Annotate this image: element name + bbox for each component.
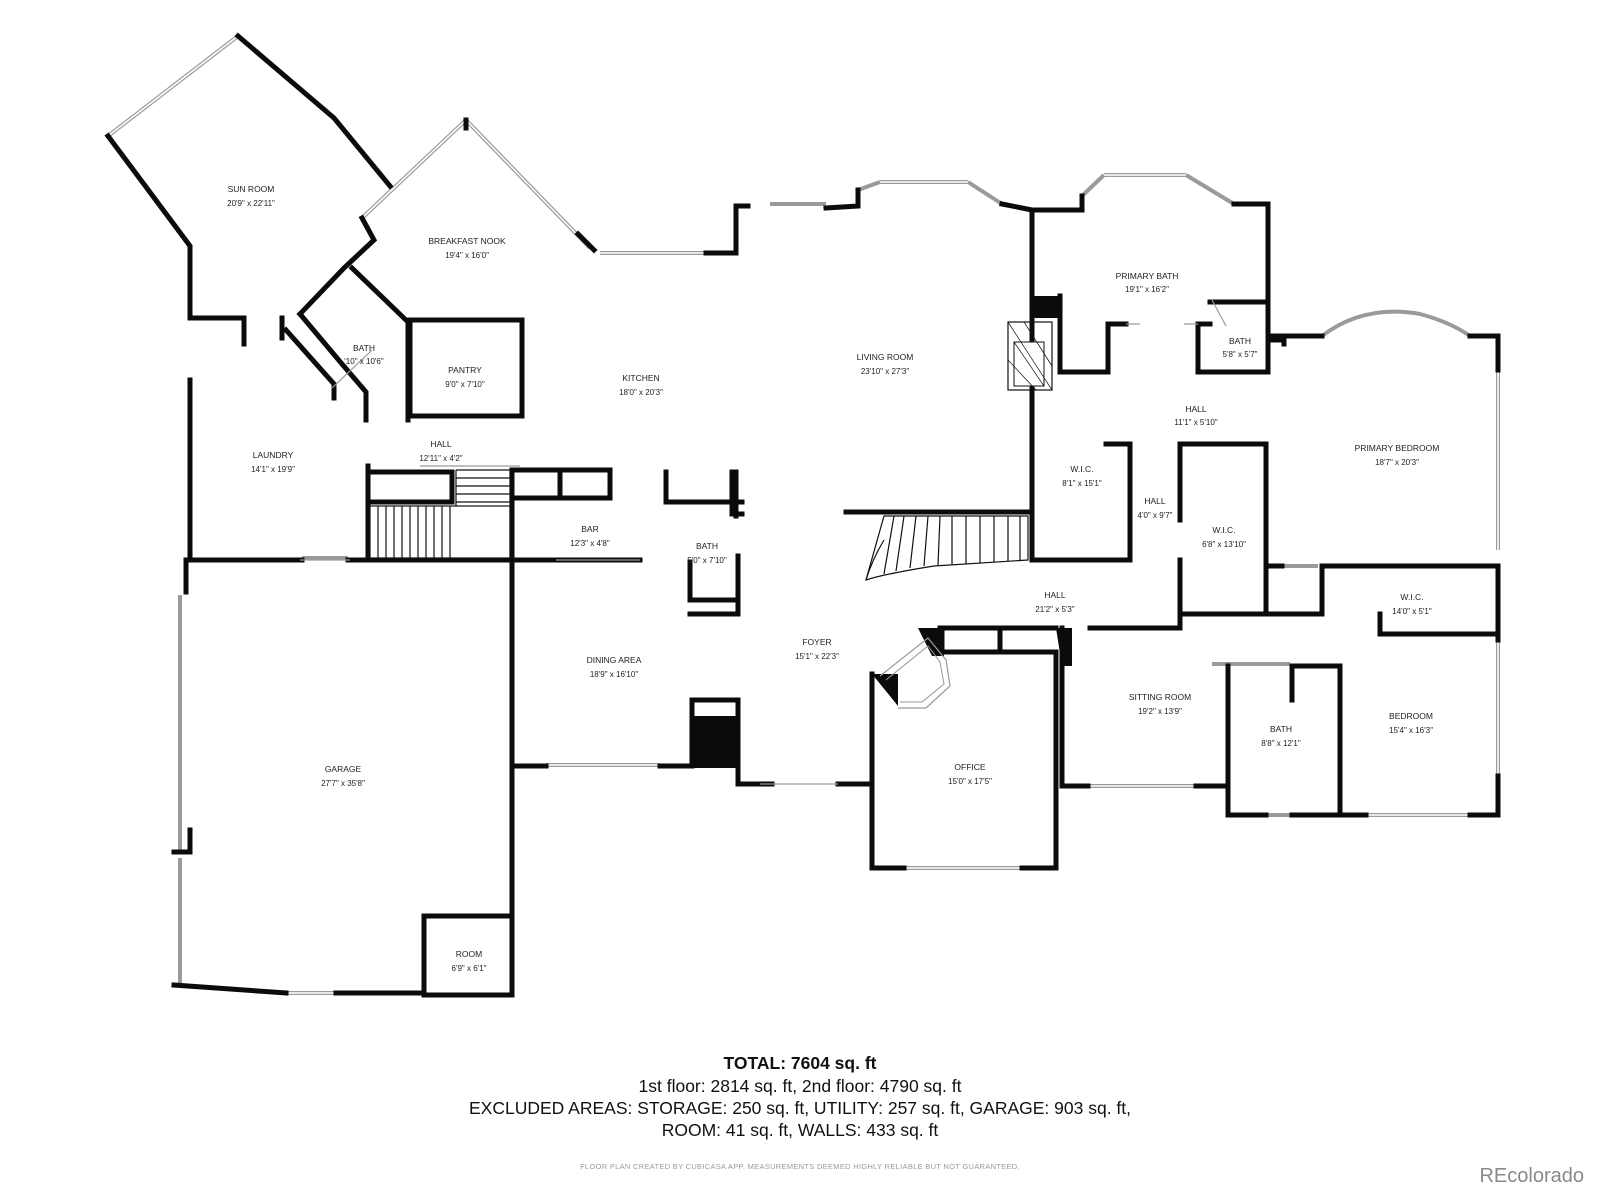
svg-text:8'8" x 12'1": 8'8" x 12'1": [1261, 739, 1301, 748]
svg-text:BATH: BATH: [1229, 336, 1251, 346]
svg-text:BEDROOM: BEDROOM: [1389, 711, 1433, 721]
svg-text:19'2" x 13'9": 19'2" x 13'9": [1138, 707, 1182, 716]
svg-text:6'8" x 13'10": 6'8" x 13'10": [1202, 540, 1246, 549]
room-bath-4: BATH 8'8" x 12'1": [1261, 724, 1301, 748]
svg-text:ROOM: ROOM: [456, 949, 482, 959]
svg-text:PRIMARY BEDROOM: PRIMARY BEDROOM: [1355, 443, 1440, 453]
svg-text:4'0" x 9'7": 4'0" x 9'7": [1138, 511, 1173, 520]
svg-text:5'0" x 7'10": 5'0" x 7'10": [687, 556, 727, 565]
room-hall-3: HALL 4'0" x 9'7": [1138, 496, 1173, 520]
walls: [104, 32, 1501, 998]
svg-text:W.I.C.: W.I.C.: [1212, 525, 1235, 535]
svg-text:BATH: BATH: [696, 541, 718, 551]
svg-text:9'0" x 7'10": 9'0" x 7'10": [445, 380, 485, 389]
room-labels: SUN ROOM 20'9" x 22'11" BREAKFAST NOOK 19'…: [227, 184, 1439, 973]
room-kitchen: KITCHEN 18'0" x 20'3": [619, 373, 663, 397]
svg-text:SITTING ROOM: SITTING ROOM: [1129, 692, 1191, 702]
room-pantry: PANTRY 9'0" x 7'10": [445, 365, 485, 389]
room-office: OFFICE 15'0" x 17'5": [948, 762, 992, 786]
svg-text:SUN ROOM: SUN ROOM: [228, 184, 275, 194]
svg-text:15'1" x 22'3": 15'1" x 22'3": [795, 652, 839, 661]
svg-text:PANTRY: PANTRY: [448, 365, 482, 375]
door-marks: [300, 299, 1227, 785]
room-hall-2: HALL 11'1" x 5'10": [1174, 404, 1217, 427]
floor-areas: 1st floor: 2814 sq. ft, 2nd floor: 4790 …: [638, 1076, 962, 1096]
svg-text:HALL: HALL: [1144, 496, 1166, 506]
svg-text:23'10" x 27'3": 23'10" x 27'3": [861, 367, 909, 376]
svg-text:FOYER: FOYER: [802, 637, 831, 647]
stairs: [369, 469, 1029, 581]
svg-text:W.I.C.: W.I.C.: [1070, 464, 1093, 474]
room-foyer: FOYER 15'1" x 22'3": [795, 637, 839, 661]
svg-text:LAUNDRY: LAUNDRY: [253, 450, 294, 460]
total-area: TOTAL: 7604 sq. ft: [723, 1053, 877, 1073]
svg-text:12'3" x 4'8": 12'3" x 4'8": [570, 539, 610, 548]
room-laundry: LAUNDRY 14'1" x 19'9": [251, 450, 295, 474]
svg-text:14'1" x 19'9": 14'1" x 19'9": [251, 465, 295, 474]
room-breakfast-nook: BREAKFAST NOOK 19'4" x 16'0": [428, 236, 506, 260]
room-garage: GARAGE 27'7" x 35'8": [321, 764, 365, 788]
svg-text:HALL: HALL: [430, 439, 452, 449]
svg-text:11'1" x 5'10": 11'1" x 5'10": [1174, 418, 1217, 427]
svg-text:5'8" x 5'7": 5'8" x 5'7": [1223, 350, 1258, 359]
room-sitting-room: SITTING ROOM 19'2" x 13'9": [1129, 692, 1191, 716]
svg-text:GARAGE: GARAGE: [325, 764, 362, 774]
svg-text:15'0" x 17'5": 15'0" x 17'5": [948, 777, 992, 786]
room-living-room: LIVING ROOM 23'10" x 27'3": [857, 352, 914, 376]
svg-text:8'1" x 15'1": 8'1" x 15'1": [1062, 479, 1102, 488]
room-dining-area: DINING AREA 18'9" x 16'10": [587, 655, 642, 679]
windows: [106, 34, 1500, 995]
svg-text:21'2" x 5'3": 21'2" x 5'3": [1035, 605, 1075, 614]
svg-text:14'0" x 5'1": 14'0" x 5'1": [1392, 607, 1432, 616]
room-sun-room: SUN ROOM 20'9" x 22'11": [227, 184, 275, 208]
svg-text:19'4" x 16'0": 19'4" x 16'0": [445, 251, 489, 260]
room-bedroom: BEDROOM 15'4" x 16'3": [1389, 711, 1433, 735]
svg-text:PRIMARY BATH: PRIMARY BATH: [1116, 271, 1179, 281]
room-bath-2: BATH 5'8" x 5'7": [1223, 336, 1258, 359]
svg-text:LIVING ROOM: LIVING ROOM: [857, 352, 914, 362]
svg-text:BATH: BATH: [1270, 724, 1292, 734]
svg-text:19'1" x 16'2": 19'1" x 16'2": [1125, 285, 1169, 294]
svg-text:18'7" x 20'3": 18'7" x 20'3": [1375, 458, 1419, 467]
svg-text:HALL: HALL: [1185, 404, 1207, 414]
room-hall-1: HALL 12'11" x 4'2": [419, 439, 462, 463]
room-bath-1: BATH '10" x 10'6": [344, 343, 384, 366]
svg-text:12'11" x 4'2": 12'11" x 4'2": [419, 454, 462, 463]
room-wic-3: W.I.C. 14'0" x 5'1": [1392, 592, 1432, 616]
room-bar: BAR 12'3" x 4'8": [570, 524, 610, 548]
svg-text:KITCHEN: KITCHEN: [622, 373, 659, 383]
disclaimer: FLOOR PLAN CREATED BY CUBICASA APP. MEAS…: [580, 1162, 1020, 1171]
brand-logo: REcolorado: [1479, 1165, 1584, 1187]
room-primary-bath: PRIMARY BATH 19'1" x 16'2": [1116, 271, 1179, 294]
svg-text:27'7" x 35'8": 27'7" x 35'8": [321, 779, 365, 788]
svg-text:'10" x 10'6": '10" x 10'6": [344, 357, 384, 366]
svg-text:DINING AREA: DINING AREA: [587, 655, 642, 665]
svg-text:15'4" x 16'3": 15'4" x 16'3": [1389, 726, 1433, 735]
svg-text:BAR: BAR: [581, 524, 598, 534]
svg-text:W.I.C.: W.I.C.: [1400, 592, 1423, 602]
svg-text:BATH: BATH: [353, 343, 375, 353]
svg-text:20'9" x 22'11": 20'9" x 22'11": [227, 199, 275, 208]
room-primary-bedroom: PRIMARY BEDROOM 18'7" x 20'3": [1355, 443, 1440, 467]
room-hall-4: HALL 21'2" x 5'3": [1035, 590, 1075, 614]
room-wic-2: W.I.C. 6'8" x 13'10": [1202, 525, 1246, 549]
excluded-areas: EXCLUDED AREAS: STORAGE: 250 sq. ft, UTI…: [468, 1098, 1132, 1118]
room-wic-1: W.I.C. 8'1" x 15'1": [1062, 464, 1102, 488]
room-bath-3: BATH 5'0" x 7'10": [687, 541, 727, 565]
svg-text:18'9" x 16'10": 18'9" x 16'10": [590, 670, 638, 679]
svg-text:HALL: HALL: [1044, 590, 1066, 600]
svg-text:18'0" x 20'3": 18'0" x 20'3": [619, 388, 663, 397]
svg-text:6'9" x 6'1": 6'9" x 6'1": [452, 964, 487, 973]
svg-text:BREAKFAST NOOK: BREAKFAST NOOK: [428, 236, 506, 246]
excluded-areas-cont: ROOM: 41 sq. ft, WALLS: 433 sq. ft: [661, 1120, 939, 1140]
svg-text:OFFICE: OFFICE: [954, 762, 985, 772]
room-storage-room: ROOM 6'9" x 6'1": [452, 949, 487, 973]
